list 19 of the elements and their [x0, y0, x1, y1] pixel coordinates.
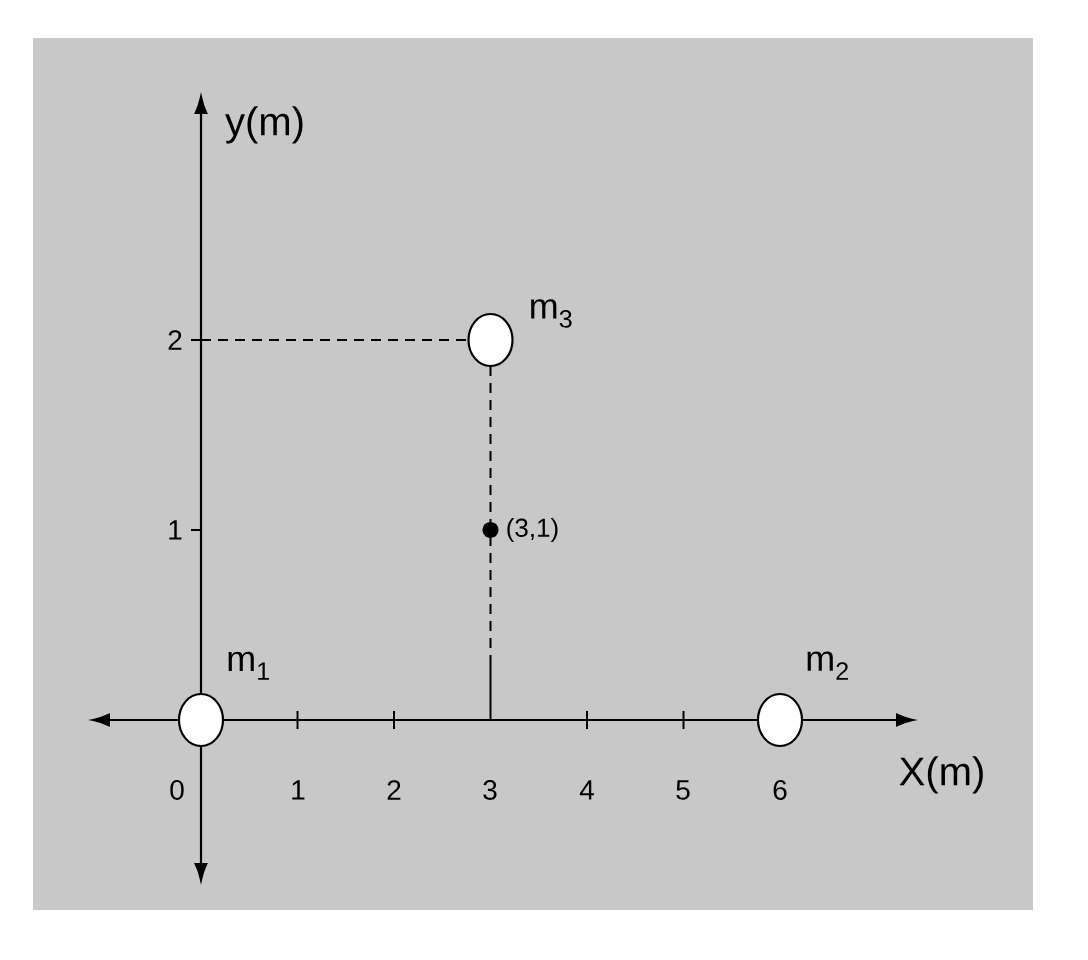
axis-label: X(m): [899, 756, 983, 794]
tick-label: 5: [676, 780, 690, 800]
tick-label: 2: [168, 330, 182, 350]
tick-label: 1: [169, 520, 182, 540]
mass-label: m$_{1}$: [228, 651, 269, 680]
axis-label: y(m): [225, 106, 303, 144]
tick-label: 4: [579, 780, 594, 800]
mass-label: m$_{2}$: [807, 651, 848, 680]
point-dot: [482, 522, 499, 538]
tick-label: 0: [170, 780, 184, 800]
mass-circle: [177, 692, 225, 748]
mass-circle: [467, 312, 514, 368]
mass-circle: [756, 692, 804, 748]
tick-label: 1: [292, 780, 305, 800]
tick-label: 2: [387, 780, 401, 800]
tick-label: 6: [773, 780, 787, 800]
mass-label: m$_{3}$: [531, 299, 572, 328]
point-label: (3,1): [507, 517, 558, 543]
tick-label: 3: [483, 780, 497, 800]
